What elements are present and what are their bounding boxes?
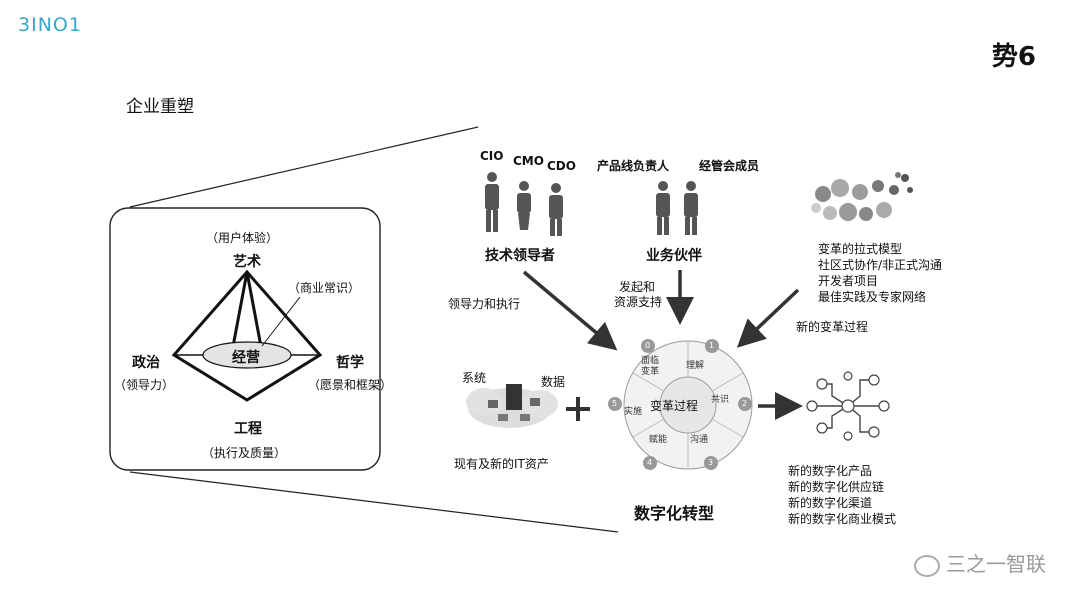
watermark: 三之一智联 — [914, 548, 1046, 577]
arrow-leadership — [522, 270, 618, 351]
cycle-segment-communicate: 沟通 — [690, 435, 709, 445]
business-partner-label: 业务伙伴 — [646, 248, 702, 264]
pyramid-diamond — [171, 269, 323, 402]
callout-line — [261, 296, 301, 347]
output-item: 新的数字化产品 — [788, 464, 873, 478]
cycle-center-label: 变革过程 — [650, 399, 699, 413]
cycle-number: 2 — [742, 399, 748, 408]
engineering-label: 工程 — [234, 421, 262, 437]
business-sense-note: （商业常识） — [288, 281, 361, 295]
leadership-note: （领导力） — [114, 378, 175, 392]
it-assets-cloud — [466, 384, 558, 428]
cycle-segment-enable: 赋能 — [649, 435, 668, 445]
business-label: 经营 — [232, 350, 260, 366]
section-title: 企业重塑 — [126, 97, 194, 117]
philosophy-label: 哲学 — [336, 355, 364, 371]
pyramid-edge-front — [230, 271, 249, 353]
outputs-list: 新的数字化产品 新的数字化供应链 新的数字化渠道 新的数字化商业模式 — [788, 463, 896, 527]
new-process-caption: 新的变革过程 — [796, 320, 869, 334]
slide-title: 势6 — [991, 42, 1036, 72]
user-experience-note: （用户体验） — [206, 231, 279, 245]
change-model-item: 社区式协作/非正式沟通 — [818, 258, 943, 272]
initiate-caption-2: 资源支持 — [614, 295, 663, 309]
network-dots — [811, 172, 913, 221]
cycle-segment-consensus: 共识 — [711, 395, 730, 405]
it-assets-caption: 现有及新的IT资产 — [454, 457, 549, 471]
execution-note: （执行及质量） — [202, 446, 287, 460]
people-group-tech — [485, 172, 563, 236]
cycle-number: 4 — [647, 458, 653, 467]
system-label: 系统 — [462, 371, 487, 385]
pyramid-edge-back — [245, 271, 264, 353]
cycle-number: 0 — [645, 341, 651, 350]
center-ellipse — [202, 341, 292, 369]
perspective-line-top — [129, 126, 479, 208]
cycle-segment-understand: 理解 — [686, 361, 705, 371]
cycle-wheel — [608, 339, 753, 470]
politics-label: 政治 — [132, 355, 160, 371]
vision-note: （愿景和框架） — [308, 378, 393, 392]
digital-transformation-caption: 数字化转型 — [634, 504, 715, 523]
arrow-new-process — [736, 288, 800, 348]
change-model-list: 变革的拉式模型 社区式协作/非正式沟通 开发者项目 最佳实践及专家网络 — [818, 241, 942, 305]
product-owner-label: 产品线负责人 — [597, 159, 670, 173]
output-item: 新的数字化供应链 — [788, 480, 885, 494]
brand-logo: 3INO1 — [18, 14, 82, 36]
cycle-segment-face-change: 面临 变革 — [641, 356, 660, 377]
cmo-label: CMO — [513, 154, 544, 168]
wechat-icon — [914, 554, 940, 577]
perspective-line-bottom — [129, 471, 619, 533]
pyramid-box — [109, 207, 381, 471]
cycle-number: 1 — [709, 341, 715, 350]
leadership-caption: 领导力和执行 — [448, 297, 521, 311]
cio-label: CIO — [480, 149, 504, 163]
exec-member-label: 经管会成员 — [699, 159, 760, 173]
cycle-number: 5 — [612, 399, 618, 408]
cycle-segment-implement: 实施 — [624, 407, 643, 417]
people-group-business — [656, 181, 698, 235]
output-item: 新的数字化渠道 — [788, 496, 873, 510]
cycle-number: 3 — [708, 458, 714, 467]
change-model-item: 最佳实践及专家网络 — [818, 290, 927, 304]
data-label: 数据 — [541, 375, 566, 389]
watermark-text: 三之一智联 — [946, 552, 1046, 576]
art-label: 艺术 — [233, 254, 261, 270]
cdo-label: CDO — [547, 159, 576, 173]
change-model-item: 变革的拉式模型 — [818, 242, 903, 256]
change-model-item: 开发者项目 — [818, 274, 879, 288]
output-item: 新的数字化商业模式 — [788, 512, 897, 526]
tech-leader-label: 技术领导者 — [485, 248, 555, 264]
initiate-caption-1: 发起和 — [619, 280, 656, 294]
